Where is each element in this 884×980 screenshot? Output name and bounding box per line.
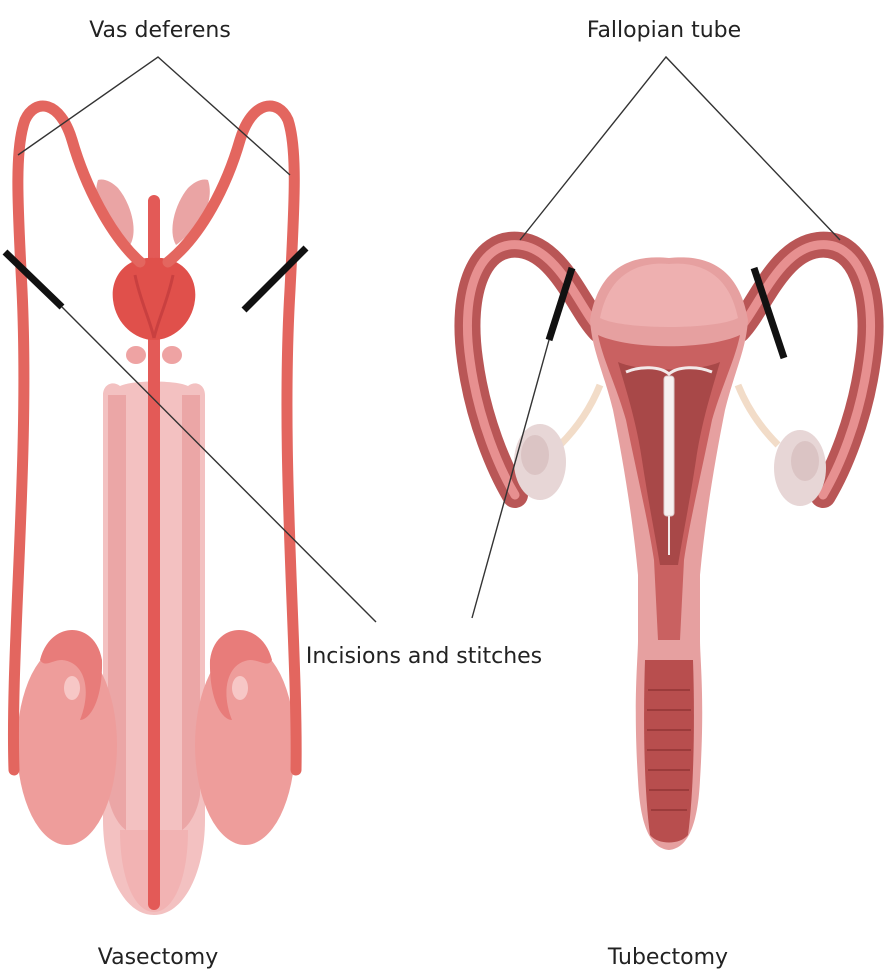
label-fallopian-tube: Fallopian tube — [587, 18, 741, 43]
intrauterine-device-stem — [664, 376, 674, 516]
ovary-right-detail — [791, 441, 819, 481]
leader-fallopian-tube — [520, 57, 840, 240]
bulbourethral-gland-left — [126, 346, 146, 364]
label-incisions-and-stitches: Incisions and stitches — [306, 644, 542, 669]
testis-highlight-right — [232, 676, 248, 700]
bulbourethral-gland-right — [162, 346, 182, 364]
incision-mark-vas-left — [5, 252, 62, 307]
prostate — [113, 258, 196, 340]
vaginal-canal — [644, 660, 694, 843]
testis-left — [17, 645, 117, 845]
ovary-left-detail — [521, 435, 549, 475]
ovarian-ligament-right — [738, 385, 778, 445]
label-tubectomy: Tubectomy — [607, 945, 728, 970]
ovarian-ligament-left — [560, 385, 600, 445]
label-vasectomy: Vasectomy — [98, 945, 218, 970]
testis-right — [195, 645, 295, 845]
female-reproductive-system — [467, 245, 870, 850]
testis-highlight-left — [64, 676, 80, 700]
male-reproductive-system — [13, 106, 296, 915]
incision-mark-vas-right — [244, 248, 306, 310]
label-vas-deferens: Vas deferens — [89, 18, 231, 43]
